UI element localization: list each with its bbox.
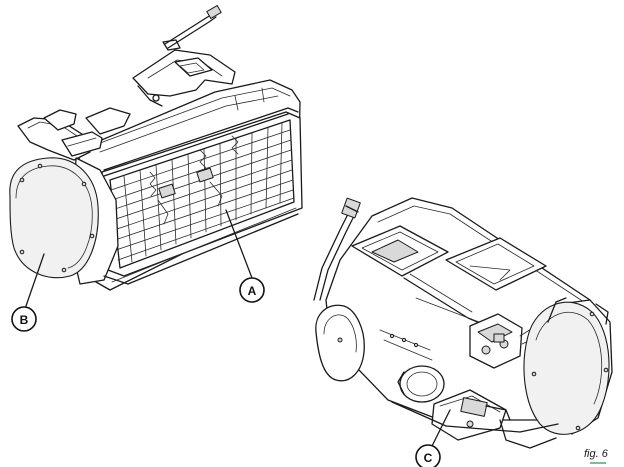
callout-b: B [11,306,37,332]
leader-line-a [225,209,253,279]
callout-c-label: C [424,451,433,465]
lower-base [391,401,559,449]
end-cap-b [9,157,119,285]
figure-caption: fig. 6 [584,448,609,460]
callout-a-label: A [248,284,257,298]
control-unit [469,311,547,369]
lower-assembly [313,197,613,449]
lower-left-end [315,304,365,382]
callout-c: C [415,444,441,467]
callout-a: A [239,277,265,303]
end-cap-right [523,297,613,435]
leader-line-b [25,253,45,307]
upper-assembly [9,5,303,291]
side-frame [17,107,131,161]
leader-line-c [431,409,451,447]
callout-b-label: B [20,313,29,327]
top-handle [162,5,222,51]
upper-base [103,207,299,285]
hose-fitting [313,197,361,301]
round-port [379,329,445,403]
grille-panel [101,107,303,277]
heater-element-c [431,389,511,441]
top-bracket [132,49,236,107]
